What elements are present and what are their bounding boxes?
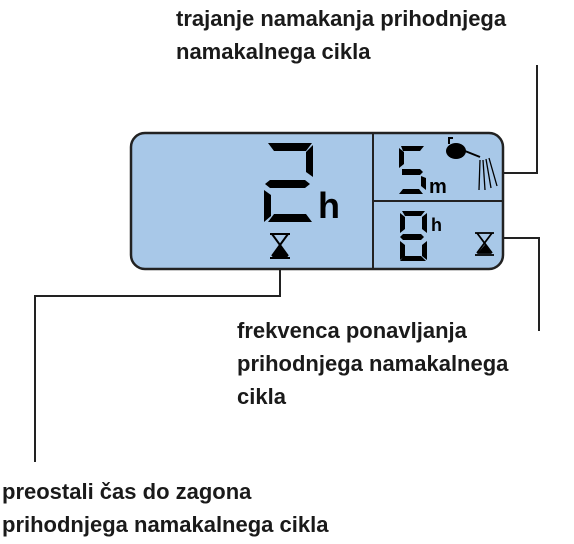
hourglass-icon [475, 232, 494, 256]
caption-line: cikla [237, 384, 286, 409]
caption-line: trajanje namakanja prihodnjega [176, 6, 507, 31]
leader-line-frequency [503, 237, 540, 331]
caption-time-remaining: preostali čas do zagona prihodnjega nama… [2, 475, 328, 541]
caption-line: frekvenca ponavljanja [237, 318, 467, 343]
hourglass-icon [270, 233, 290, 259]
caption-repeat-frequency: frekvenca ponavljanja prihodnjega namaka… [237, 314, 508, 413]
main-unit-hours: h [318, 185, 340, 226]
duration-unit-minutes: m [429, 176, 447, 198]
frequency-digit [400, 211, 427, 261]
duration-digit [399, 146, 426, 194]
leader-line-remaining [34, 268, 281, 462]
caption-line: prihodnjega namakalnega cikla [2, 512, 329, 537]
caption-irrigation-duration: trajanje namakanja prihodnjega namakalne… [176, 2, 506, 68]
watering-can-icon [446, 137, 498, 191]
caption-line: preostali čas do zagona [2, 479, 252, 504]
main-digit [264, 143, 313, 222]
caption-line: namakalnega cikla [176, 39, 371, 64]
caption-line: prihodnjega namakalnega [237, 351, 509, 376]
frequency-unit-hours: h [431, 215, 442, 235]
leader-line-duration [503, 65, 538, 174]
